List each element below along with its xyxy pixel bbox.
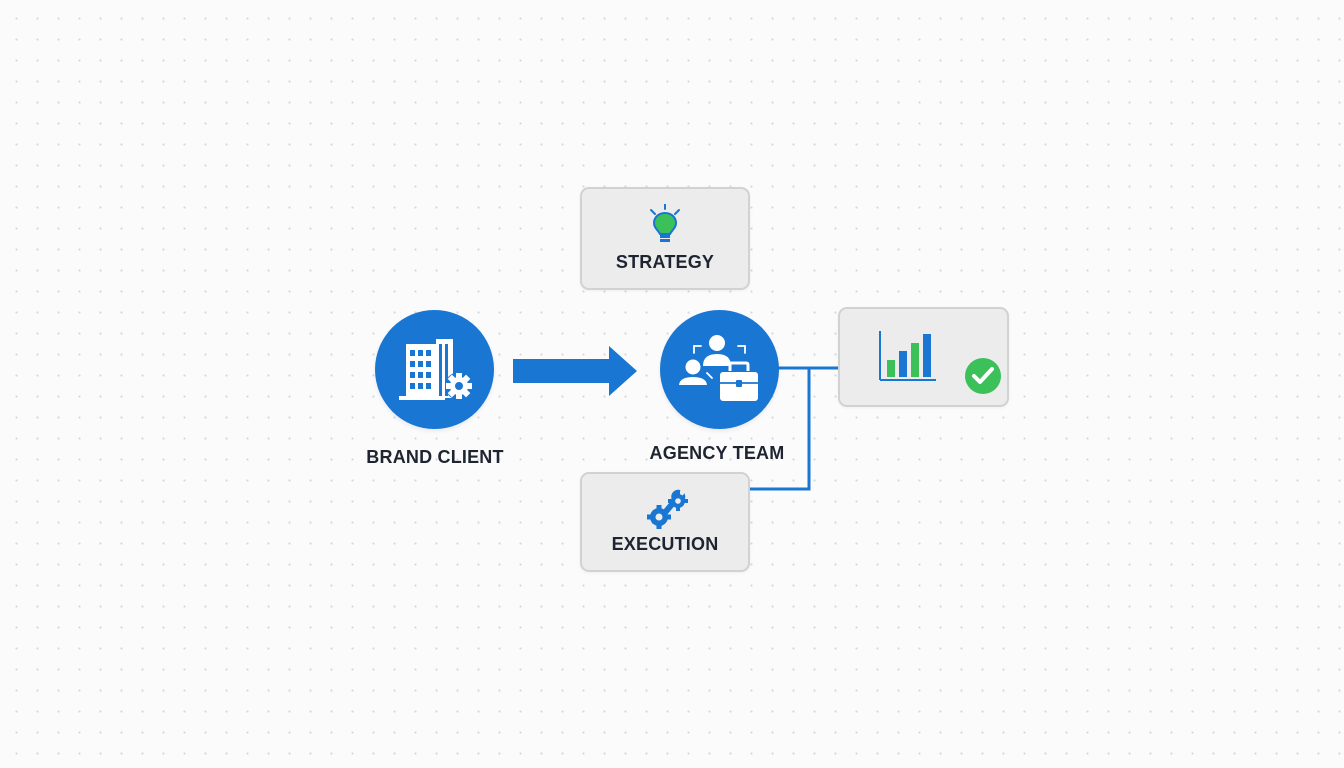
strategy-box[interactable]: STRATEGY — [580, 187, 750, 290]
building-gear-icon — [399, 339, 473, 400]
check-circle-icon — [965, 358, 1001, 394]
bar-chart-icon — [879, 331, 936, 381]
brand-client-node[interactable] — [375, 310, 494, 429]
connector-execution — [750, 368, 811, 491]
agency-team-node[interactable] — [660, 310, 779, 429]
flow-arrow — [513, 346, 637, 396]
results-box[interactable] — [838, 307, 1009, 407]
lightbulb-icon — [650, 204, 680, 242]
agency-team-label: AGENCY TEAM — [649, 443, 785, 463]
brand-client-label: BRAND CLIENT — [366, 447, 504, 467]
execution-box[interactable]: EXECUTION — [580, 472, 750, 572]
execution-label: EXECUTION — [611, 534, 719, 554]
wrench-gear-icon — [647, 489, 688, 529]
strategy-label: STRATEGY — [615, 252, 715, 272]
team-briefcase-icon — [676, 335, 760, 403]
